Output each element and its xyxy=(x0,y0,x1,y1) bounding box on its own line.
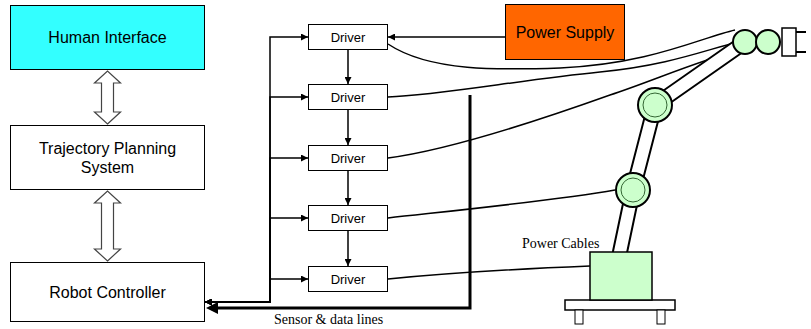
box-text: Trajectory Planning System xyxy=(11,139,204,177)
connector-arrow xyxy=(347,50,349,84)
driver-box: Driver xyxy=(308,205,388,231)
connector-arrow xyxy=(95,191,121,261)
connector-arrow xyxy=(95,71,121,124)
box-text: Driver xyxy=(331,90,366,105)
driver-box: Driver xyxy=(308,24,388,50)
connector-arrow xyxy=(205,37,308,302)
line-label: Sensor & data lines xyxy=(272,312,385,327)
connector-arrow xyxy=(347,110,349,145)
box-text: Driver xyxy=(331,211,366,226)
driver-box: Driver xyxy=(308,84,388,110)
box-text: Driver xyxy=(331,30,366,45)
robot-arm xyxy=(565,28,806,324)
power-cables xyxy=(388,30,740,279)
box-text: Human Interface xyxy=(42,28,172,47)
connector-arrow xyxy=(205,158,308,302)
power-supply-box: Power Supply xyxy=(505,4,625,60)
sensor-data-line xyxy=(206,95,470,314)
driver-box: Driver xyxy=(308,266,388,292)
box-text: Driver xyxy=(331,151,366,166)
connector-arrow xyxy=(347,171,349,205)
box-text: Driver xyxy=(331,272,366,287)
connector-arrow xyxy=(205,97,308,302)
connector-arrow xyxy=(205,279,308,302)
driver-box: Driver xyxy=(308,145,388,171)
interface-box: Human Interface xyxy=(10,5,205,70)
box-text: Robot Controller xyxy=(43,283,172,302)
connector-arrow xyxy=(347,231,349,266)
connector-arrow xyxy=(205,218,308,302)
controller-box: Robot Controller xyxy=(10,262,205,322)
box-text: Power Supply xyxy=(510,23,621,42)
process-box: Trajectory Planning System xyxy=(10,125,205,190)
cable-label: Power Cables xyxy=(520,236,601,251)
connector-arrow xyxy=(388,36,505,38)
